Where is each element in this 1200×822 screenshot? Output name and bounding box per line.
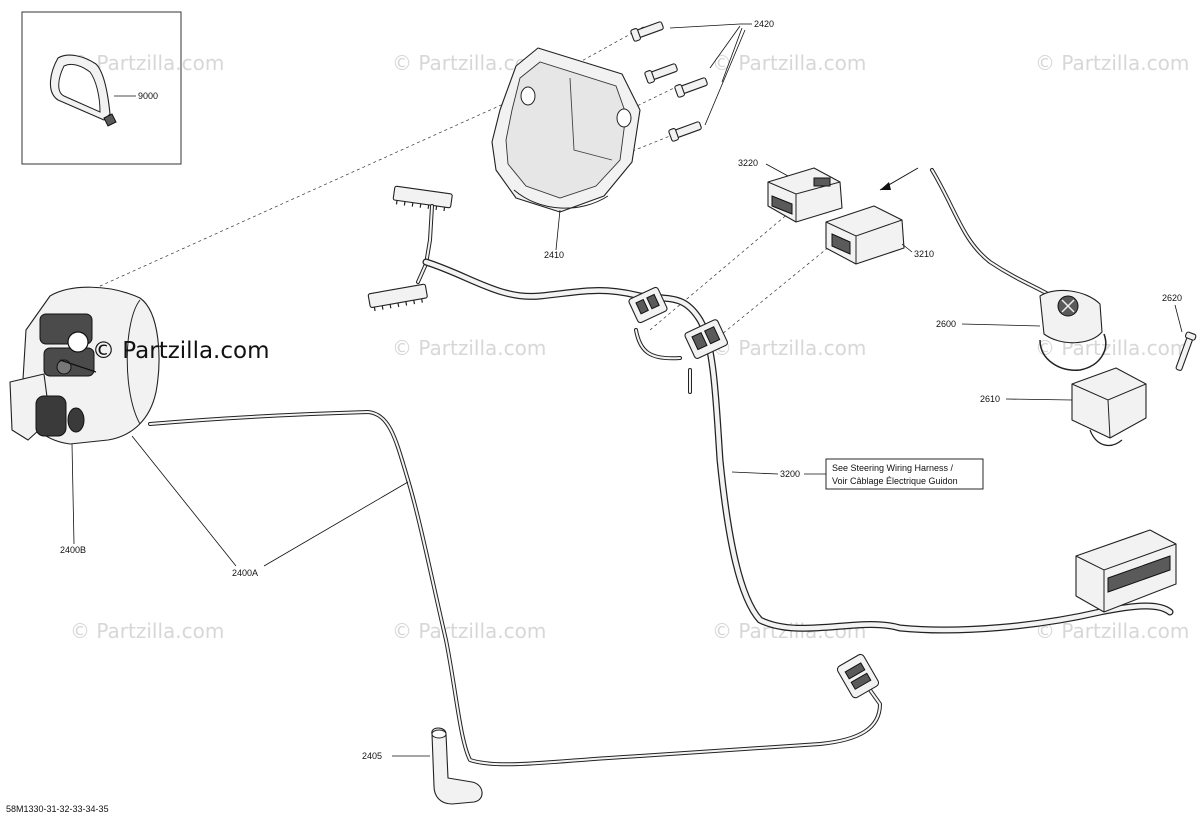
- screws-2420: 2420: [630, 19, 774, 142]
- connector-3220[interactable]: [767, 167, 843, 223]
- note-line-2: Voir Câblage Électrique Guidon: [832, 476, 958, 486]
- label-2410[interactable]: 2410: [544, 250, 564, 260]
- connector-housings: 3220 3210: [738, 158, 934, 265]
- module-body: [1075, 529, 1177, 613]
- label-2420[interactable]: 2420: [754, 19, 774, 29]
- switch-2600-clip: [1039, 333, 1107, 371]
- label-2600[interactable]: 2600: [936, 319, 956, 329]
- watermark-6: © Partzilla.com: [712, 336, 866, 360]
- label-2405[interactable]: 2405: [362, 751, 382, 761]
- harness-connector-left[interactable]: [628, 286, 668, 324]
- harness-2400A: 2405 2400A: [131, 410, 882, 805]
- boot-2405[interactable]: [431, 727, 483, 805]
- leader-2420-e: [704, 29, 746, 126]
- watermark-4: © Partzilla.com: [1035, 51, 1189, 75]
- leader-3200: [731, 471, 779, 475]
- cover-2410-inner: [505, 61, 627, 199]
- cover-2410-rib: [569, 77, 613, 161]
- flat-connector-upper[interactable]: [392, 185, 453, 212]
- trigger-button[interactable]: [35, 395, 67, 437]
- harness-2400A-wire[interactable]: [148, 410, 882, 767]
- button-middle-icon: [56, 359, 72, 375]
- harness-module[interactable]: [1075, 529, 1177, 613]
- leader-2400A-a: [131, 435, 237, 567]
- label-2400A[interactable]: 2400A: [232, 568, 258, 578]
- label-2400B[interactable]: 2400B: [60, 545, 86, 555]
- label-3210[interactable]: 3210: [914, 249, 934, 259]
- watermark-8: © Partzilla.com: [70, 619, 224, 643]
- cover-2410-hole-right: [616, 108, 632, 128]
- cover-2410-lip: [513, 189, 609, 209]
- leader-3210: [901, 243, 913, 253]
- cover-2610-body[interactable]: [1071, 367, 1147, 439]
- figure-code: 58M1330-31-32-33-34-35: [6, 804, 109, 814]
- note-box: [825, 458, 984, 490]
- screw-2[interactable]: [644, 61, 678, 84]
- brand-overlay: © Partzilla.com: [92, 338, 270, 364]
- label-2620[interactable]: 2620: [1162, 293, 1182, 303]
- side-button[interactable]: [67, 407, 85, 433]
- switch-2600-assembly: 2600 2610 2620: [930, 168, 1197, 447]
- switch-cover-2410: 2410: [491, 47, 641, 260]
- arrow-head: [880, 182, 891, 190]
- connector-3210[interactable]: [825, 205, 905, 265]
- leader-2420-c: [709, 25, 741, 69]
- leader-2410: [555, 209, 561, 251]
- watermark-5: © Partzilla.com: [392, 336, 546, 360]
- clip-9000-tab: [103, 113, 117, 127]
- dash-3210: [699, 241, 836, 353]
- dash-housing-to-cover: [77, 91, 531, 297]
- harness-branch-a: [634, 328, 682, 361]
- leader-2400A-b: [263, 481, 409, 567]
- inset-frame: [21, 11, 182, 165]
- screw-1[interactable]: [630, 19, 664, 42]
- leader-2420-b: [669, 23, 741, 29]
- leader-2620: [1174, 304, 1183, 333]
- screw-3[interactable]: [674, 75, 708, 98]
- switch-2600-body[interactable]: [1039, 289, 1103, 344]
- harness-3200: 3200 See Steering Wiring Harness / Voir …: [422, 258, 1174, 634]
- flat-connector-lower[interactable]: [367, 283, 428, 312]
- note-line-1: See Steering Wiring Harness /: [832, 463, 954, 473]
- pin-2620[interactable]: [1174, 331, 1197, 372]
- watermark-layer: © Partzilla.com © Partzilla.com © Partzi…: [70, 51, 1189, 643]
- watermark-9: © Partzilla.com: [392, 619, 546, 643]
- dash-3220: [649, 211, 791, 331]
- cable-2600[interactable]: [930, 168, 1060, 302]
- switch-housing-2400: © Partzilla.com 2400B: [9, 286, 270, 555]
- leader-2610: [1005, 398, 1073, 401]
- leader-3220: [765, 163, 789, 177]
- flat-connectors: [367, 185, 453, 312]
- label-3200[interactable]: 3200: [780, 469, 800, 479]
- screw-4[interactable]: [668, 119, 702, 142]
- clip-9000-inner: [58, 63, 101, 113]
- leader-2400B: [71, 443, 75, 545]
- watermark-3: © Partzilla.com: [712, 51, 866, 75]
- leader-2600: [961, 323, 1041, 327]
- label-2610[interactable]: 2610: [980, 394, 1000, 404]
- harness-2400A-connector[interactable]: [836, 653, 880, 699]
- cover-2410-hole-left: [520, 86, 536, 106]
- harness-connector-right[interactable]: [684, 319, 729, 360]
- brand-icon: [67, 331, 89, 353]
- label-3220[interactable]: 3220: [738, 158, 758, 168]
- label-9000[interactable]: 9000: [138, 91, 158, 101]
- inset-box-9000: 9000: [21, 11, 182, 165]
- leader-2420-d: [721, 27, 743, 83]
